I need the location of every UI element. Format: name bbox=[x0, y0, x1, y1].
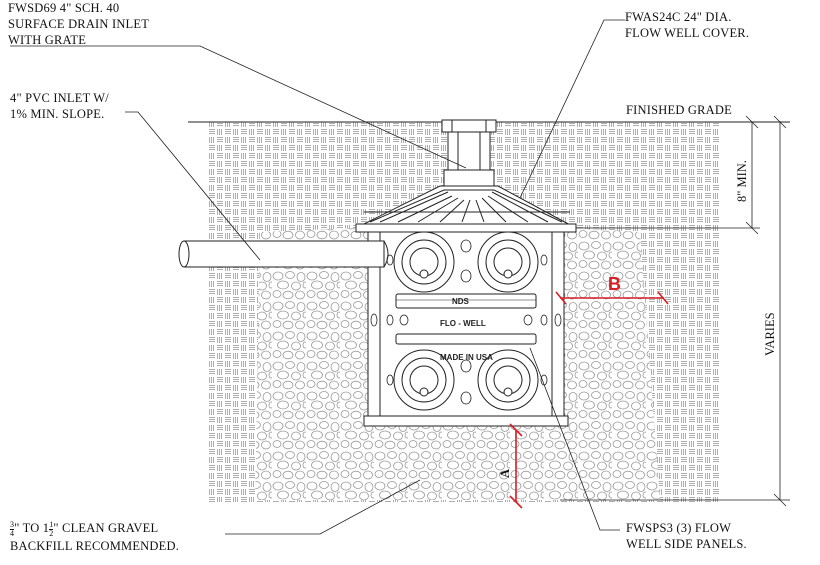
well-origin: MADE IN USA bbox=[440, 353, 493, 362]
gravel-label: 3 4 " TO 1 1 2 " CLEAN GRAVEL BACKFILL R… bbox=[10, 519, 180, 553]
min-depth-label: 8" MIN. bbox=[735, 160, 749, 202]
gravel-line-1: 3 4 " TO 1 1 2 " CLEAN GRAVEL bbox=[10, 519, 159, 538]
varies-label: VARIES bbox=[763, 312, 777, 356]
dimension-b bbox=[555, 291, 669, 305]
pvc-inlet-pipe bbox=[178, 240, 389, 268]
drain-inlet-label: FWSD69 4" SCH. 40 SURFACE DRAIN INLET WI… bbox=[8, 1, 150, 47]
cover-label: FWAS24C 24" DIA. FLOW WELL COVER. bbox=[625, 10, 750, 40]
varies-dimension bbox=[773, 115, 787, 507]
finished-grade-label: FINISHED GRADE bbox=[626, 103, 732, 117]
surface-drain-inlet bbox=[441, 119, 497, 187]
flow-well-cover bbox=[355, 185, 577, 233]
min-depth-dimension bbox=[745, 115, 759, 235]
panel-holes bbox=[370, 239, 562, 405]
dimension-a-label: A bbox=[498, 468, 512, 478]
leader-lines bbox=[10, 19, 625, 535]
side-panel-ports bbox=[393, 231, 539, 411]
dimension-b-label: B bbox=[608, 274, 622, 294]
dimension-a bbox=[509, 423, 523, 509]
side-panels-label: FWSPS3 (3) FLOW WELL SIDE PANELS. bbox=[626, 521, 747, 551]
pvc-inlet-label: 4" PVC INLET W/ 1% MIN. SLOPE. bbox=[10, 91, 109, 121]
well-name: FLO - WELL bbox=[440, 319, 486, 328]
well-brand: NDS bbox=[452, 297, 470, 306]
